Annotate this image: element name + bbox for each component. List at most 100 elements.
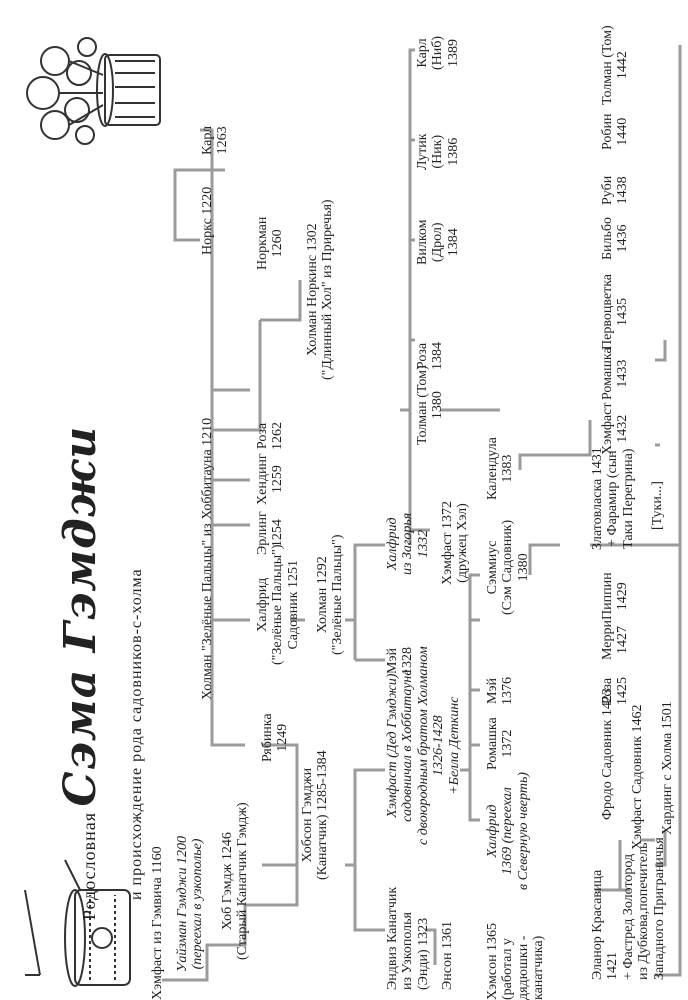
person-line: Халфрид xyxy=(485,804,500,858)
person-line: Сэммиус xyxy=(485,540,500,595)
person-line: Ромашка xyxy=(600,347,615,400)
person-line: Лутик xyxy=(415,133,430,170)
person-node: Хэмфаст 1372(дружец Хэл) xyxy=(440,501,471,585)
person-line: 1380 xyxy=(430,391,446,420)
person-line: Садовник 1251 xyxy=(285,559,301,650)
person-node: Сэммиус(Сэм Садовник)1380 xyxy=(485,520,531,615)
person-line: 1435 xyxy=(615,298,631,326)
person-line: (Дрол) xyxy=(430,222,446,263)
person-line: из Загорья xyxy=(400,512,416,575)
person-node: Холман Норкинс 1302("Длинный Хол" из При… xyxy=(305,199,336,380)
person-line: 1440 xyxy=(615,117,631,146)
person-line: 1432 xyxy=(615,414,631,443)
person-node: Хэмфаст Садовник 1462 xyxy=(630,704,645,850)
person-node: Уайзман Гэмджи 1200(переехал в узкополье… xyxy=(175,836,206,972)
person-node: Вилком(Дрол)1384 xyxy=(415,220,461,266)
person-line: 1328 xyxy=(400,647,416,675)
person-line: (дружец Хэл) xyxy=(455,503,471,583)
person-line: Хендинг xyxy=(255,453,270,505)
person-node: Холман 1292("Зелёные Пальцы") xyxy=(315,534,346,655)
person-line: в Северную чверть) xyxy=(515,772,531,890)
person-line: 1263 xyxy=(215,126,231,155)
person-line: Хардинг с Холма 1501 xyxy=(660,701,675,835)
person-node: Толман (Том)1380 xyxy=(415,365,446,445)
person-line: 1372 xyxy=(500,729,516,758)
person-line: Рябинка xyxy=(260,713,275,762)
flower-pot-illustration xyxy=(15,20,175,165)
person-line: Златовласка 1431 xyxy=(590,447,605,550)
person-line: Хэмфаст из Гэмвича 1160 xyxy=(150,846,165,1000)
person-line: Халфрид xyxy=(255,577,270,632)
person-line: 1386 xyxy=(445,137,461,166)
person-line: Первоцветка xyxy=(600,274,615,350)
person-line: Толман (Том) xyxy=(600,25,615,105)
person-line: Норкс 1220 xyxy=(200,186,215,255)
person-line: + Фарамир (сын xyxy=(605,450,621,547)
person-line: из Дубкова,попечитель xyxy=(636,842,652,980)
person-line: Хоб Гэмдж 1246 xyxy=(220,832,235,931)
person-line: 1369 (переехал xyxy=(500,787,516,875)
person-line: Таки Перегрина) xyxy=(620,448,636,549)
person-line: 1384 xyxy=(430,342,446,370)
person-line: 1260 xyxy=(270,229,286,258)
person-line: 1380 xyxy=(515,553,531,582)
person-line: (работал у xyxy=(500,938,516,1000)
person-line: Карл xyxy=(200,125,215,155)
person-line: (переехал в узкополье) xyxy=(190,838,206,970)
person-line: Мэй xyxy=(485,678,500,704)
person-line: Роза xyxy=(415,342,430,370)
person-line: Холман Норкинс 1302 xyxy=(305,223,320,357)
person-line: 1425 xyxy=(615,677,631,705)
person-line: Руби xyxy=(600,175,615,205)
person-line: 1259 xyxy=(270,465,286,494)
person-line: Мэй xyxy=(385,648,400,674)
person-line: Хэмфаст xyxy=(600,402,615,455)
title-prefix: Родословная xyxy=(79,811,99,920)
person-node: Холман "Зелёные Пальцы" из Хоббитауна 12… xyxy=(200,418,215,700)
person-node: Энсон 1361 xyxy=(440,921,455,990)
person-line: Халфрид xyxy=(385,517,400,571)
title-name: Сэма Гэмджи xyxy=(55,425,106,807)
person-line: из Узкополья xyxy=(400,912,416,990)
person-line: Энсон 1361 xyxy=(440,921,455,990)
person-line: 1332 xyxy=(415,529,431,558)
person-line: канатчика) xyxy=(531,935,547,1000)
person-line: Хэмфаст 1372 xyxy=(440,501,455,585)
person-node: Халфрид("Зелёные Пальцы")Садовник 1251 xyxy=(255,544,301,665)
person-line: +Белла Деткинс xyxy=(446,696,462,795)
person-line: 1262 xyxy=(270,422,286,450)
person-line: садовничал в Хоббитауне xyxy=(400,669,416,822)
person-node: Фродо Садовник 1423 xyxy=(600,688,615,820)
person-node: Хардинг с Холма 1501 xyxy=(660,701,675,835)
person-line: Хэмфаст Садовник 1462 xyxy=(630,704,645,850)
person-line: Робин xyxy=(600,113,615,150)
person-line: Холман 1292 xyxy=(315,556,330,634)
person-line: Бильбо xyxy=(600,216,615,260)
person-node: Толман (Том)1442 xyxy=(600,25,631,105)
person-line: Фродо Садовник 1423 xyxy=(600,688,615,820)
person-node: Карл(Ниб)1389 xyxy=(415,36,461,70)
person-line: Карл xyxy=(415,38,430,68)
person-line: Эрлинг xyxy=(255,511,270,555)
person-line: 1427 xyxy=(615,626,631,655)
person-line: Хэмфаст (Дед Гэмджи) xyxy=(385,673,400,818)
person-line: [Туки...] xyxy=(650,481,665,530)
person-line: 1384 xyxy=(445,228,461,257)
person-line: Ромашка xyxy=(485,717,500,770)
